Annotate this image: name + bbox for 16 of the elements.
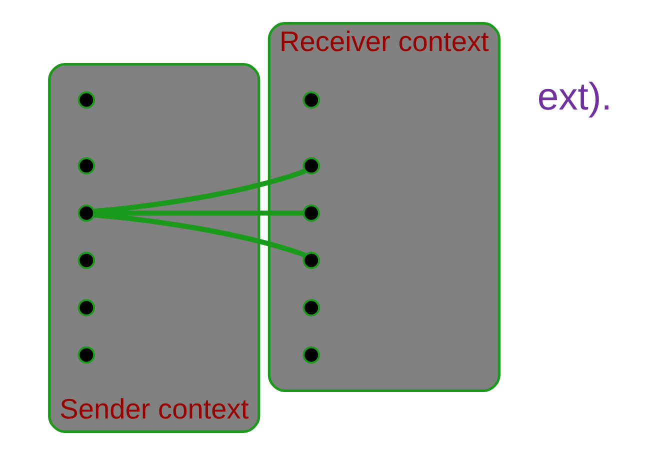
node-circle bbox=[77, 252, 95, 270]
cluster: Receiver context bbox=[267, 22, 500, 392]
node-circle bbox=[302, 346, 320, 364]
node-circle bbox=[302, 299, 320, 316]
cluster: Sender context bbox=[48, 62, 260, 433]
node-circle bbox=[77, 299, 95, 316]
node-circle bbox=[77, 204, 95, 222]
connector bbox=[93, 168, 306, 214]
node-circle bbox=[302, 204, 320, 222]
node-circle bbox=[302, 91, 320, 109]
node-circle bbox=[77, 157, 95, 174]
node-circle bbox=[302, 252, 320, 270]
label: ext). bbox=[536, 76, 612, 119]
node-circle bbox=[77, 91, 95, 109]
node-circle bbox=[77, 346, 95, 364]
node-circle bbox=[302, 157, 320, 174]
